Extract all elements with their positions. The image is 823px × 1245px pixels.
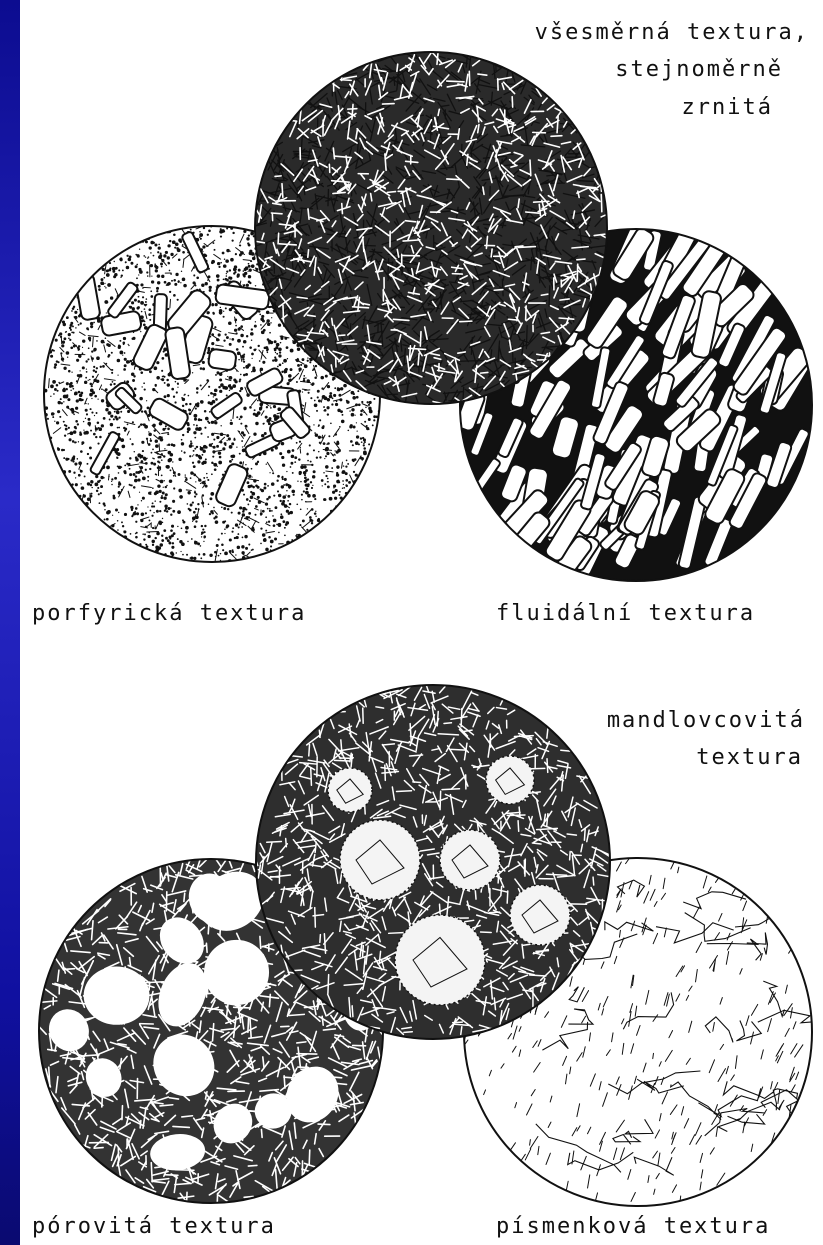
label-equigranular-line3: zrnitá — [682, 97, 773, 119]
label-equigranular-line2: stejnoměrně — [615, 59, 783, 81]
label-amygdaloidal-line2: textura — [696, 747, 803, 769]
label-porphyritic: porfyrická textura — [32, 603, 306, 625]
left-frame-band — [0, 0, 20, 1245]
label-equigranular-line1: všesměrná textura, — [535, 22, 809, 44]
label-porous: pórovitá textura — [32, 1216, 276, 1238]
label-graphic: písmenková textura — [496, 1216, 770, 1238]
diagram-sheet: všesměrná textura, stejnoměrně zrnitá po… — [20, 0, 823, 1245]
label-fluidal: fluidální textura — [496, 603, 755, 625]
label-amygdaloidal-line1: mandlovcovitá — [607, 710, 805, 732]
amygdaloidal-texture-circle — [255, 679, 616, 1039]
